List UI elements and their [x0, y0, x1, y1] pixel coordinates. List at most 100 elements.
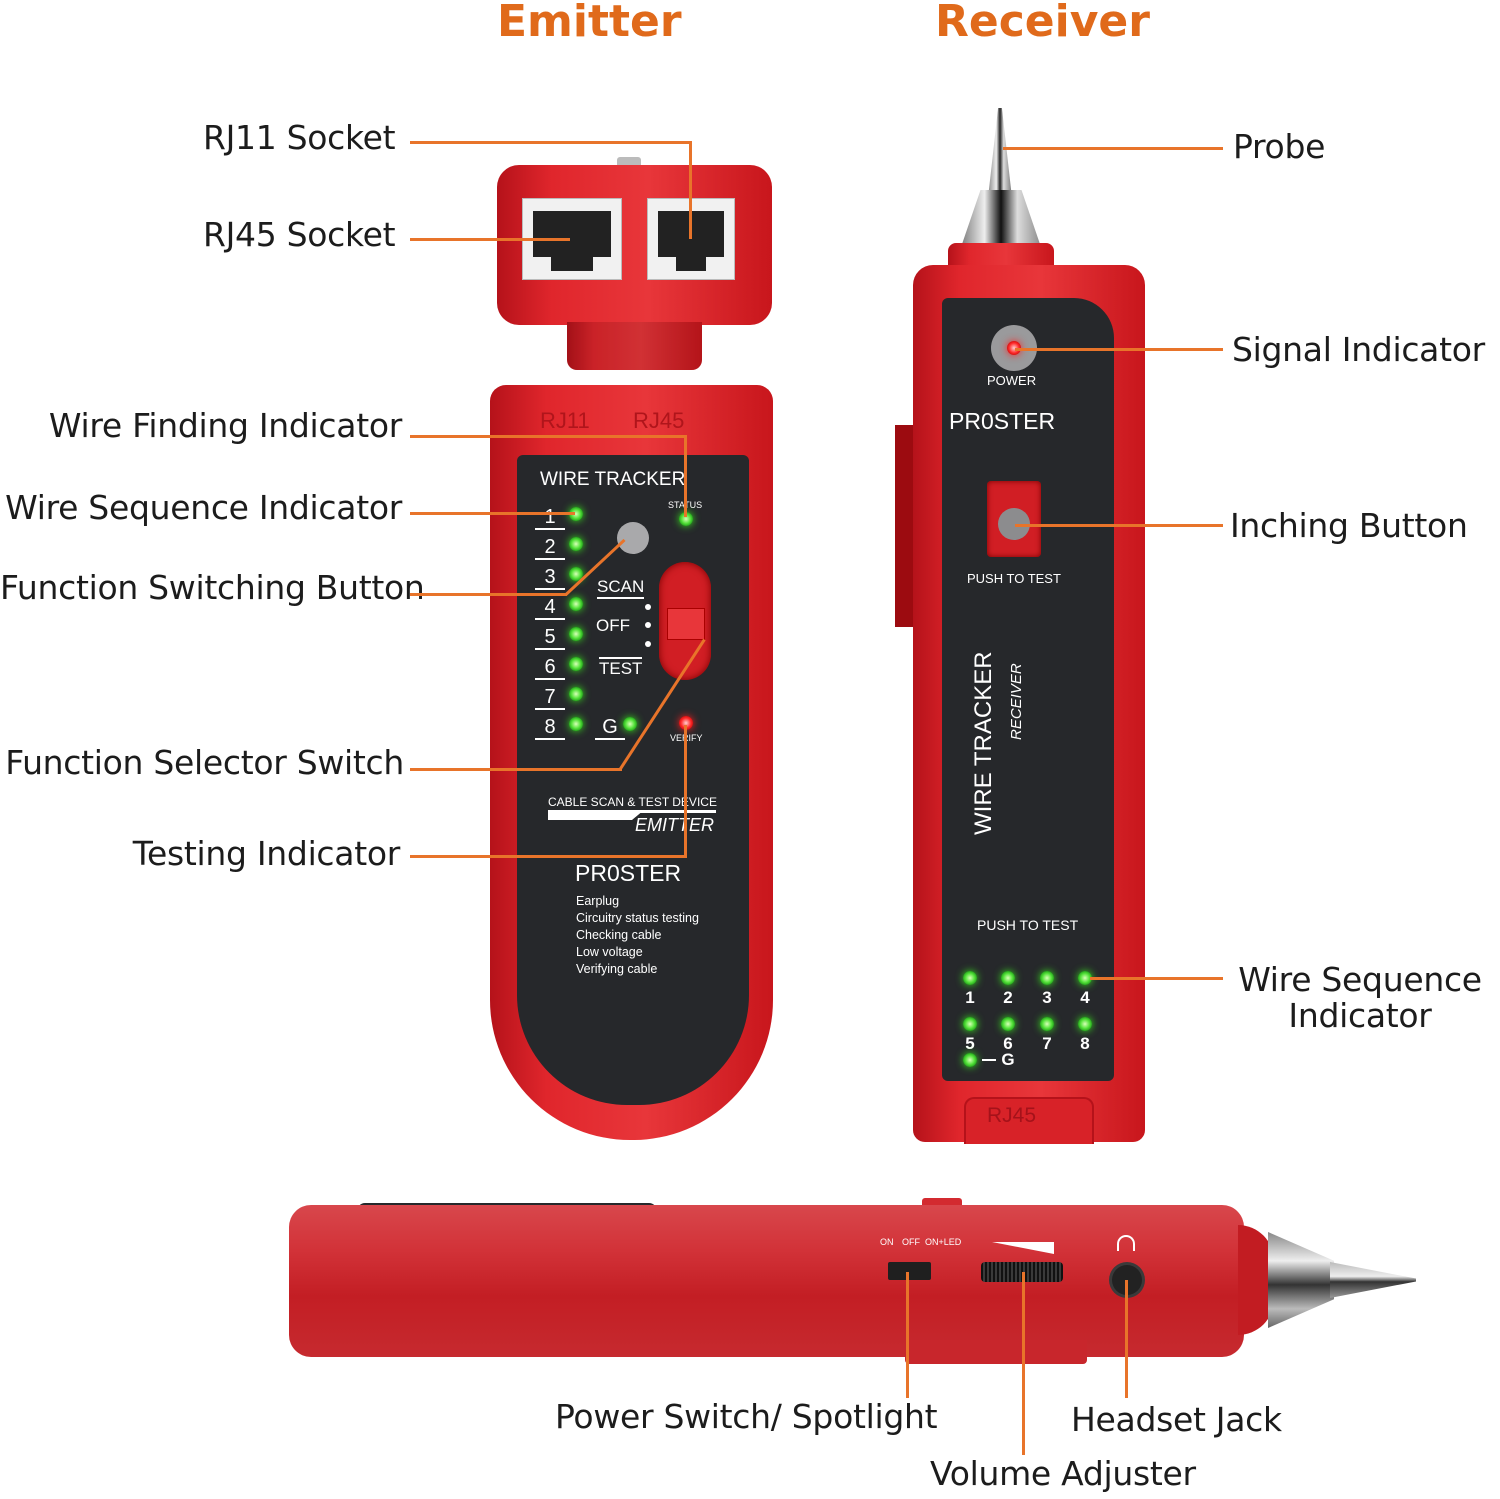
switch-label-on: ON: [880, 1237, 894, 1247]
receiver-led-4: [1078, 971, 1092, 985]
receiver-led-2: [1001, 971, 1015, 985]
leader-line-inching: [1015, 524, 1223, 527]
wire-number-4: 4: [535, 596, 565, 620]
receiver-brand: PR0STER: [949, 408, 1056, 434]
callout-function-selector-switch: Function Selector Switch: [5, 743, 404, 782]
receiver-panel: [942, 298, 1114, 1081]
function-switching-button[interactable]: [617, 522, 649, 554]
leader-line-rj45: [410, 238, 570, 241]
function-selector-switch[interactable]: [659, 562, 711, 680]
callout-power-switch: Power Switch/ Spotlight: [555, 1397, 938, 1436]
receiver-heading: Receiver: [935, 0, 1150, 47]
leader-line-headset: [1125, 1280, 1128, 1398]
side-view-body: [289, 1205, 1244, 1357]
wire-led-6: [569, 657, 583, 671]
wire-led-7: [569, 687, 583, 701]
wire-number-2: 2: [535, 536, 565, 560]
switch-label-off-side: OFF: [902, 1237, 920, 1247]
emitter-model: EMITTER: [635, 815, 714, 835]
probe-tip: [988, 108, 1012, 198]
leader-line-selector-switch: [410, 768, 622, 771]
leader-line-probe: [1003, 147, 1223, 150]
wire-led-1: [569, 507, 583, 521]
wire-led-8: [569, 717, 583, 731]
verify-led: [679, 716, 693, 730]
callout-headset-jack: Headset Jack: [1071, 1400, 1282, 1439]
side-view-probe-tip: [1330, 1262, 1416, 1298]
callout-signal-indicator: Signal Indicator: [1232, 330, 1485, 369]
switch-label-test: TEST: [599, 657, 643, 678]
adapter-connector: [567, 322, 702, 370]
side-view-probe-base: [1268, 1232, 1334, 1328]
push-to-test-top: PUSH TO TEST: [967, 571, 1061, 586]
leader-line-volume: [1022, 1272, 1025, 1455]
status-led: [679, 512, 693, 526]
receiver-led-8: [1078, 1017, 1092, 1031]
callout-function-switching-button: Function Switching Button: [0, 568, 425, 607]
receiver-number-1: 1: [965, 988, 975, 1007]
emitter-brand: PR0STER: [575, 860, 682, 886]
leader-line-testing-rise: [684, 725, 687, 858]
emitter-port-label-rj11: RJ11: [540, 408, 590, 433]
feature-item: Earplug: [576, 894, 620, 908]
wire-led-4: [569, 597, 583, 611]
receiver-ground-label: G: [1001, 1050, 1015, 1069]
wire-number-6: 6: [535, 656, 565, 680]
callout-wire-sequence-indicator: Wire Sequence Indicator: [5, 488, 402, 527]
receiver-number-2: 2: [1003, 988, 1013, 1007]
power-switch[interactable]: [888, 1262, 931, 1280]
leader-line-receiver-sequence: [1090, 977, 1223, 980]
receiver-ground-led: [963, 1053, 977, 1067]
feature-item: Checking cable: [576, 928, 662, 942]
wire-number-7: 7: [535, 686, 565, 710]
callout-probe: Probe: [1233, 127, 1326, 166]
callout-wire-finding-indicator: Wire Finding Indicator: [48, 406, 402, 445]
switch-label-off: OFF: [596, 616, 630, 635]
wire-number-3: 3: [535, 566, 565, 590]
receiver-number-3: 3: [1042, 988, 1052, 1007]
receiver-number-5: 5: [965, 1034, 975, 1053]
receiver-model-vertical: RECEIVER: [1008, 663, 1025, 740]
wire-number-8: 8: [535, 716, 565, 740]
wire-led-5: [569, 627, 583, 641]
socket-adapter: [497, 157, 772, 325]
signal-led: [1007, 341, 1021, 355]
switch-label-on-led: ON+LED: [925, 1237, 962, 1247]
leader-line-wire-finding-drop: [684, 435, 687, 517]
leader-line-signal: [1015, 348, 1223, 351]
feature-item: Verifying cable: [576, 962, 658, 976]
wire-led-3: [569, 567, 583, 581]
callout-volume-adjuster: Volume Adjuster: [930, 1454, 1196, 1493]
receiver-led-3: [1040, 971, 1054, 985]
emitter-heading: Emitter: [497, 0, 682, 47]
headphones-icon: [1117, 1235, 1135, 1251]
emitter-features: Earplug Circuitry status testing Checkin…: [576, 893, 699, 978]
push-to-test-bottom: PUSH TO TEST: [977, 917, 1079, 933]
subtitle-divider: [548, 810, 716, 820]
wire-number-5: 5: [535, 626, 565, 650]
switch-label-scan: SCAN: [597, 577, 645, 599]
ground-label: G: [595, 716, 625, 740]
callout-wire-sequence-indicator-receiver: Wire Sequence Indicator: [1238, 960, 1482, 1035]
receiver-led-1: [963, 971, 977, 985]
callout-rj11-socket: RJ11 Socket: [203, 118, 396, 157]
leader-line-function-button: [410, 593, 567, 596]
receiver-title-vertical: WIRE TRACKER: [970, 651, 997, 835]
leader-line-power-switch: [906, 1272, 909, 1398]
receiver-led-6: [1001, 1017, 1015, 1031]
receiver-led-5: [963, 1017, 977, 1031]
leader-line-wire-sequence: [410, 512, 575, 515]
callout-inching-button: Inching Button: [1230, 506, 1468, 545]
receiver-rj45-port[interactable]: [964, 1097, 1094, 1144]
emitter-port-label-rj45: RJ45: [633, 408, 685, 433]
emitter-title: WIRE TRACKER: [540, 469, 686, 490]
wire-number-1: 1: [535, 506, 565, 530]
wire-led-2: [569, 537, 583, 551]
receiver-number-7: 7: [1042, 1034, 1052, 1053]
emitter-subtitle: CABLE SCAN & TEST DEVICE: [548, 795, 717, 809]
feature-item: Circuitry status testing: [576, 911, 699, 925]
emitter-panel: [517, 455, 749, 1105]
selector-slider[interactable]: [667, 608, 705, 640]
leader-line-wire-finding: [410, 435, 685, 438]
feature-item: Low voltage: [576, 945, 643, 959]
